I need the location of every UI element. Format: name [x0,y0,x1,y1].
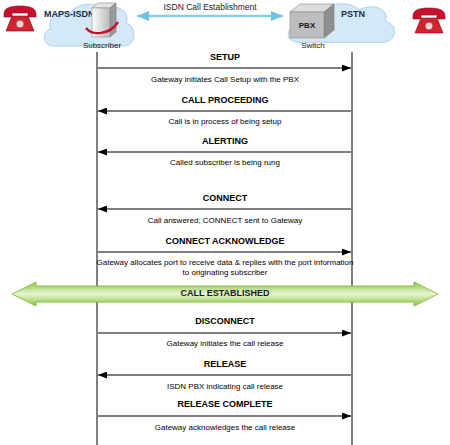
message-name: SETUP [95,52,355,63]
message-name: CONNECT [95,193,355,204]
switch-icon: PBX Switch [288,2,338,52]
message-note: Gateway acknowledges the call release [95,423,355,433]
message-note: Called subscriber is being rung [95,158,355,168]
message-arrow [98,209,351,210]
message-name: CALL PROCEEDING [95,95,355,106]
lifeline [352,52,353,445]
message-arrow [98,416,351,417]
device-name: PBX [290,21,324,31]
message-name: DISCONNECT [95,316,355,327]
message-arrow [98,68,351,69]
lifeline [97,52,98,445]
message-note: Gateway initiates Call Setup with the PB… [95,75,355,85]
message-note: Gateway allocates port to receive data &… [95,258,355,277]
cloud-title: PSTN [341,9,381,20]
state-band: CALL ESTABLISHED [12,282,438,306]
message-note: Gateway initiates the call release [95,339,355,349]
network-cloud: MAPS-ISDNSubscriber [40,0,137,50]
device-label: Switch [288,41,338,51]
device-label: Subscriber [80,41,124,51]
message-arrow [98,111,351,112]
message-arrow [98,375,351,376]
cloud-outline [44,4,134,46]
telephone-icon [4,6,36,31]
state-text: CALL ESTABLISHED [12,288,438,299]
message-note: Call is in process of being setup [95,117,355,127]
message-arrow [98,152,351,153]
cloud-outline [288,4,394,42]
message-name: RELEASE [95,359,355,370]
network-cloud: PSTNPBXSwitch [283,0,398,46]
message-name: RELEASE COMPLETE [95,399,355,410]
telephone-icon [413,8,445,33]
link-arrow [137,15,283,18]
message-name: CONNECT ACKNOWLEDGE [95,236,355,247]
message-arrow [98,252,351,253]
message-note: Call answered; CONNECT sent to Gateway [95,216,355,226]
message-note: ISDN PBX indicating call release [95,382,355,392]
message-name: ALERTING [95,136,355,147]
link-label: ISDN Call Establishment [130,2,290,12]
server-icon: Subscriber [80,2,124,52]
message-arrow [98,333,351,334]
